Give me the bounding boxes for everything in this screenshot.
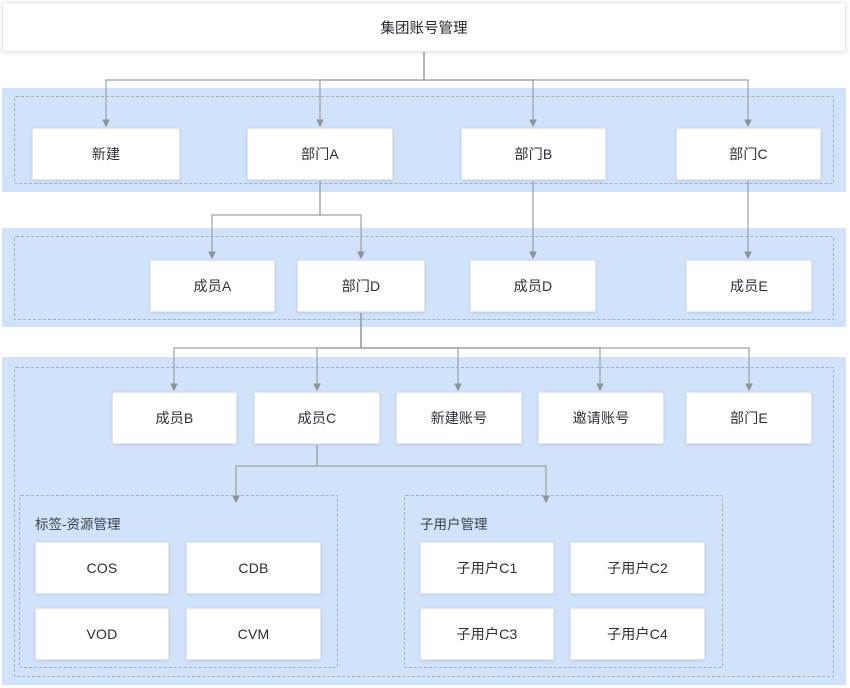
- node-level1-0[interactable]: 新建: [32, 128, 180, 180]
- node-level2-2[interactable]: 成员D: [470, 260, 596, 312]
- group-sub-user-management: [404, 495, 723, 668]
- node-level3-0[interactable]: 成员B: [112, 392, 237, 444]
- node-level3-3[interactable]: 邀请账号: [538, 392, 664, 444]
- node-level1-1[interactable]: 部门A: [247, 128, 393, 180]
- node-label: CDB: [238, 560, 269, 576]
- node-label: 部门A: [301, 146, 339, 162]
- node-level1-2[interactable]: 部门B: [461, 128, 606, 180]
- group-title-text: 标签-资源管理: [35, 517, 121, 532]
- node-level1-3[interactable]: 部门C: [676, 128, 821, 180]
- node-label: 部门E: [730, 410, 768, 426]
- group-item-subuser-c3[interactable]: 子用户C3: [420, 608, 554, 660]
- group-item-subuser-c1[interactable]: 子用户C1: [420, 542, 554, 594]
- node-level3-1[interactable]: 成员C: [254, 392, 380, 444]
- node-label: 子用户C2: [607, 560, 668, 576]
- group-tag-resource-management: [19, 495, 338, 668]
- group-item-vod[interactable]: VOD: [35, 608, 169, 660]
- group-title-tag-resource-management: 标签-资源管理: [35, 513, 121, 533]
- node-label: 新建账号: [430, 410, 488, 426]
- node-label: COS: [86, 560, 118, 576]
- node-level2-1[interactable]: 部门D: [297, 260, 425, 312]
- node-label: VOD: [86, 626, 118, 642]
- node-label: 邀请账号: [572, 410, 630, 426]
- group-item-cdb[interactable]: CDB: [186, 542, 321, 594]
- node-level2-0[interactable]: 成员A: [150, 260, 275, 312]
- node-label: CVM: [237, 626, 270, 642]
- node-label: 成员E: [730, 278, 768, 294]
- group-item-subuser-c2[interactable]: 子用户C2: [570, 542, 705, 594]
- node-label: 部门D: [341, 278, 381, 294]
- group-item-cos[interactable]: COS: [35, 542, 169, 594]
- node-label: 子用户C3: [456, 626, 518, 642]
- group-title-text: 子用户管理: [420, 517, 488, 532]
- node-label: 部门B: [514, 146, 553, 162]
- node-level2-3[interactable]: 成员E: [686, 260, 812, 312]
- node-label: 成员A: [193, 278, 232, 294]
- node-label: 成员C: [297, 410, 337, 426]
- node-label: 成员B: [155, 410, 194, 426]
- node-label: 新建: [91, 146, 121, 162]
- node-level3-4[interactable]: 部门E: [686, 392, 812, 444]
- group-item-subuser-c4[interactable]: 子用户C4: [570, 608, 705, 660]
- root-node-label: 集团账号管理: [380, 20, 468, 37]
- root-node-group-account-management[interactable]: 集团账号管理: [2, 2, 846, 52]
- node-level3-2[interactable]: 新建账号: [396, 392, 522, 444]
- node-label: 子用户C1: [456, 560, 518, 576]
- group-item-cvm[interactable]: CVM: [186, 608, 321, 660]
- node-label: 成员D: [513, 278, 553, 294]
- node-label: 子用户C4: [607, 626, 668, 642]
- group-title-sub-user-management: 子用户管理: [420, 513, 488, 533]
- node-label: 部门C: [729, 146, 768, 162]
